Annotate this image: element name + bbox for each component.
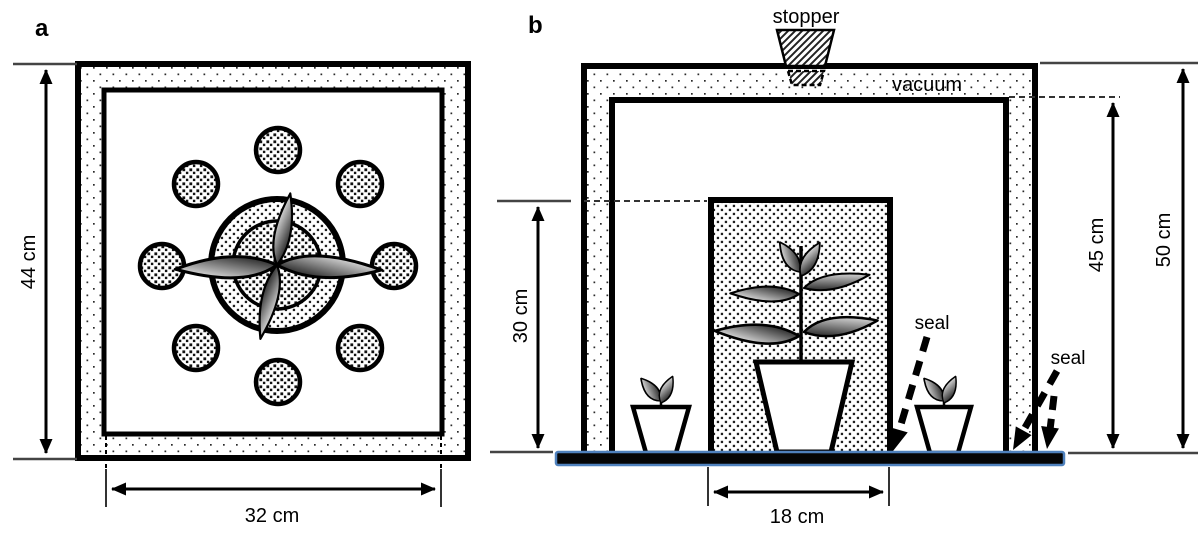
sample-vial <box>253 125 303 175</box>
panel-b-label: b <box>528 12 543 39</box>
sample-vial-ring <box>137 125 419 407</box>
sample-vial <box>171 159 221 209</box>
sample-vial <box>369 241 419 291</box>
seal-annotation-right: seal <box>1013 348 1086 450</box>
dim-50cm-text: 50 cm <box>1153 213 1175 267</box>
seal-right-arrowhead-1 <box>1013 426 1032 450</box>
seal-mid-label: seal <box>915 313 950 334</box>
stopper-top <box>775 28 836 68</box>
dim-45cm-text: 45 cm <box>1086 218 1108 272</box>
base-plate <box>554 450 1066 467</box>
seal-mid-arrow-line <box>895 336 931 432</box>
panel-b: b vacuum stopper <box>490 6 1198 528</box>
vacuum-label: vacuum <box>892 74 962 96</box>
dimension-18cm: 18 cm <box>707 467 890 528</box>
stopper-label: stopper <box>773 6 840 28</box>
seal-mid-arrowhead <box>890 427 908 451</box>
panel-a-label: a <box>35 15 49 42</box>
seal-right-label: seal <box>1051 348 1086 369</box>
dimension-30cm: 30 cm <box>490 199 707 454</box>
dim-18cm-text: 18 cm <box>770 506 824 528</box>
dimension-44cm: 44 cm <box>13 62 77 461</box>
dimension-45cm: 45 cm <box>1009 96 1120 449</box>
dim-30cm-text: 30 cm <box>510 289 532 343</box>
seal-annotation-mid: seal <box>890 313 950 451</box>
sample-vial <box>171 323 221 373</box>
sample-vial <box>253 357 303 407</box>
sample-vial <box>335 323 385 373</box>
panel-a: a <box>13 15 471 527</box>
seal-right-arrowhead-2 <box>1041 425 1059 449</box>
dim-32cm-text: 32 cm <box>245 505 299 527</box>
dimension-32cm: 32 cm <box>105 469 442 527</box>
dimension-50cm: 50 cm <box>1040 61 1198 455</box>
sample-vial <box>335 159 385 209</box>
stopper-shape <box>775 28 836 87</box>
dim-44cm-text: 44 cm <box>18 235 40 289</box>
central-pot-top-view <box>173 190 385 342</box>
stopper-bottom <box>786 69 826 87</box>
sample-vial <box>137 241 187 291</box>
seal-right-arrow-line-2 <box>1046 395 1058 431</box>
seal-right-arrow-line-1 <box>1018 369 1061 435</box>
